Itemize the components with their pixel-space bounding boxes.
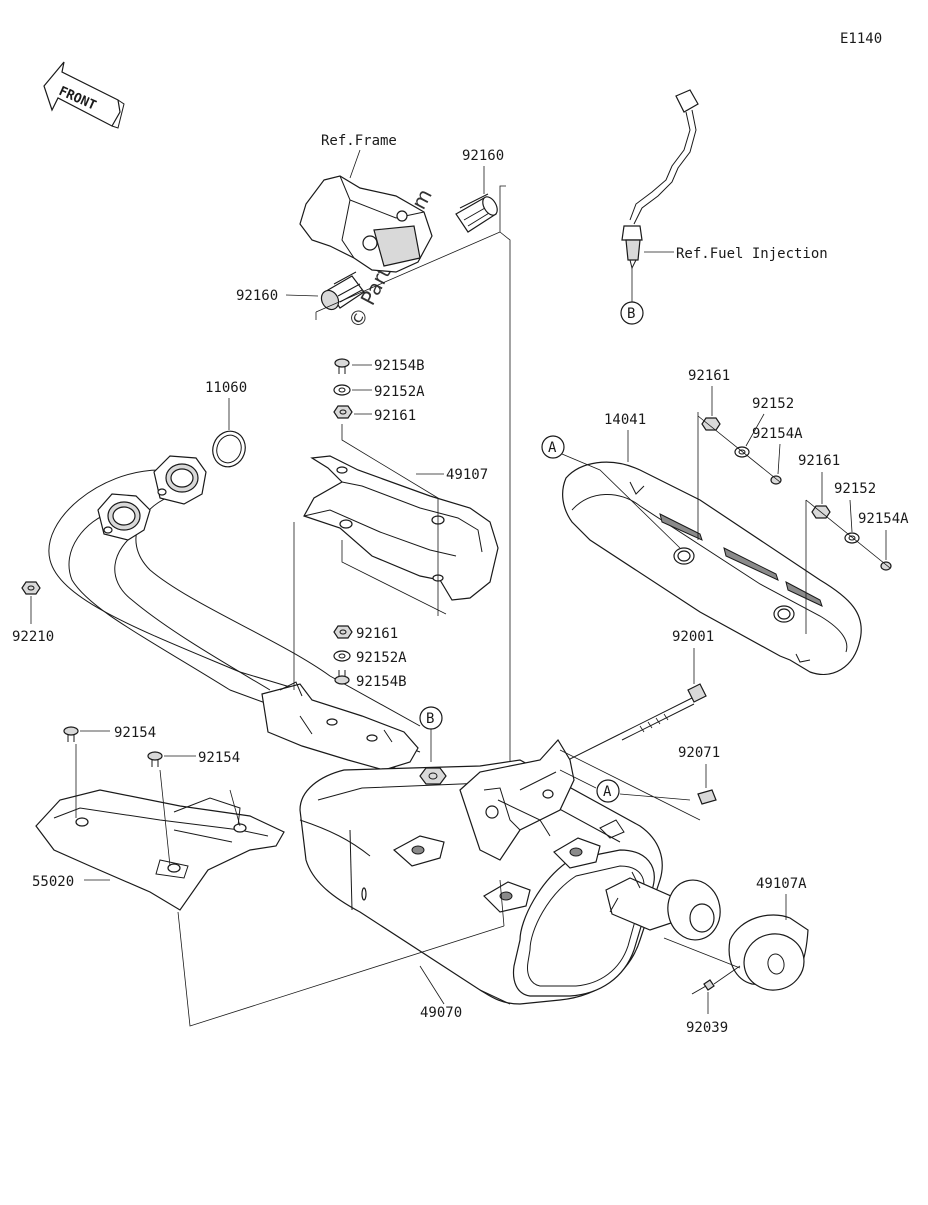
oxygen-sensor bbox=[621, 89, 699, 270]
leader-14041-studs bbox=[697, 412, 807, 634]
svg-text:B: B bbox=[426, 711, 434, 727]
svg-text:B: B bbox=[627, 306, 635, 322]
label-92154-a: 92154 bbox=[114, 725, 156, 741]
nut-92161-mid bbox=[333, 625, 353, 639]
bolt-92154-b bbox=[147, 751, 163, 767]
leader-92154A-r1 bbox=[777, 443, 781, 475]
damper-92160-top bbox=[455, 193, 498, 233]
washer-92152A-mid bbox=[333, 650, 351, 662]
leader-r2-chain bbox=[805, 499, 891, 569]
label-92160-top: 92160 bbox=[462, 148, 504, 164]
bolt-92154-a bbox=[63, 726, 79, 742]
label-92071: 92071 bbox=[678, 745, 720, 761]
leader-49070 bbox=[419, 965, 445, 1005]
marker-a-cover: A bbox=[541, 435, 681, 549]
bolt-92154A-r2 bbox=[880, 561, 892, 571]
muffler-bracket bbox=[459, 738, 575, 861]
muffler-hanger-tabs bbox=[392, 819, 625, 913]
gasket-11060 bbox=[212, 430, 246, 468]
damper-92160-left bbox=[320, 271, 365, 311]
label-49107A: 49107A bbox=[756, 876, 807, 892]
label-92160-left: 92160 bbox=[236, 288, 278, 304]
leader-55020-clip bbox=[229, 789, 241, 827]
leader-49107-studs bbox=[341, 424, 447, 616]
ref-frame-label: Ref.Frame bbox=[321, 133, 397, 149]
clip-92071 bbox=[697, 789, 717, 805]
end-cap-49107A bbox=[728, 914, 809, 991]
frame-bracket bbox=[299, 175, 433, 273]
label-92154A-r2: 92154A bbox=[858, 511, 909, 527]
label-92161-mid: 92161 bbox=[356, 626, 398, 642]
label-55020: 55020 bbox=[32, 874, 74, 890]
heat-shield-55020 bbox=[35, 789, 285, 911]
ref-fuel-injection-label: Ref.Fuel Injection bbox=[676, 246, 828, 262]
label-92152A-top: 92152A bbox=[374, 384, 425, 400]
leader-shield-to-muffler bbox=[177, 879, 505, 1027]
label-92152-r1: 92152 bbox=[752, 396, 794, 412]
header-flange-left bbox=[97, 493, 151, 541]
bolt-92154A-r1 bbox=[770, 475, 782, 485]
label-92154A-r1: 92154A bbox=[752, 426, 803, 442]
leader-damper-to-muffler bbox=[315, 185, 511, 770]
leader-ref-frame bbox=[349, 149, 361, 179]
label-49107: 49107 bbox=[446, 467, 488, 483]
label-92154B-mid: 92154B bbox=[356, 674, 407, 690]
label-11060: 11060 bbox=[205, 380, 247, 396]
muffler-cover-14041 bbox=[562, 461, 862, 676]
washer-92152A-top bbox=[333, 384, 351, 396]
bolt-92154B-mid bbox=[334, 670, 350, 685]
label-92152A-mid: 92152A bbox=[356, 650, 407, 666]
label-92152-r2: 92152 bbox=[834, 481, 876, 497]
tailpipe bbox=[605, 871, 721, 941]
label-14041: 14041 bbox=[604, 412, 646, 428]
leader-92039 bbox=[707, 965, 741, 1014]
svg-text:A: A bbox=[548, 440, 557, 456]
label-92154-b: 92154 bbox=[198, 750, 240, 766]
leader-92152-r1 bbox=[745, 413, 765, 447]
nut-92161-top bbox=[333, 405, 353, 419]
label-92154B-top: 92154B bbox=[374, 358, 425, 374]
marker-a-muffler: A bbox=[559, 749, 701, 821]
header-flange-right bbox=[153, 455, 207, 505]
leader-endcap bbox=[663, 937, 741, 969]
leader-92152-r2 bbox=[849, 499, 853, 533]
front-arrow-icon: FRONT bbox=[43, 61, 125, 129]
label-92210: 92210 bbox=[12, 629, 54, 645]
label-49070: 49070 bbox=[420, 1005, 462, 1021]
marker-b-sensor: B bbox=[620, 268, 644, 325]
bolt-92154B-top bbox=[334, 358, 350, 374]
label-92001: 92001 bbox=[672, 629, 714, 645]
nut-92210 bbox=[21, 581, 41, 595]
marker-b-muffler: B bbox=[419, 706, 447, 785]
svg-text:A: A bbox=[603, 784, 612, 800]
label-92039: 92039 bbox=[686, 1020, 728, 1036]
nut-92161-r1 bbox=[701, 417, 721, 431]
label-92161-top: 92161 bbox=[374, 408, 416, 424]
diagram-code: E1140 bbox=[840, 31, 882, 47]
label-92161-r2: 92161 bbox=[798, 453, 840, 469]
leader-r1-chain bbox=[697, 415, 781, 483]
label-92161-r1: 92161 bbox=[688, 368, 730, 384]
leader-92154-b-down bbox=[159, 769, 171, 867]
screw-92039 bbox=[691, 979, 715, 995]
leader-92160-left bbox=[285, 294, 319, 297]
